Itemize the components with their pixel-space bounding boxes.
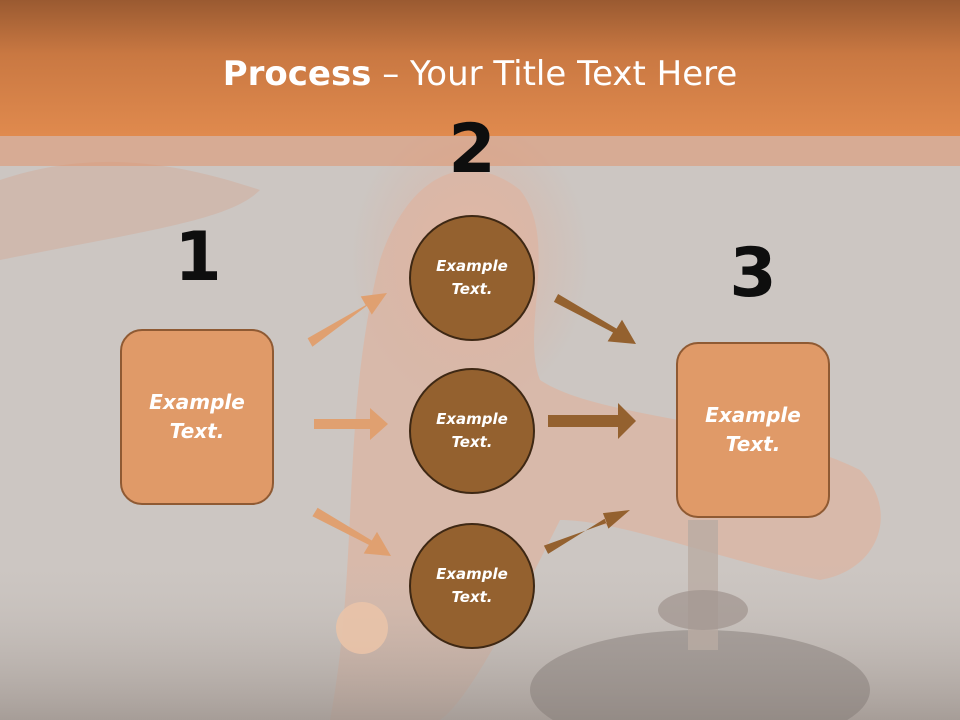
top-circle: Example Text.: [409, 215, 535, 341]
step-number-2: 2: [448, 110, 496, 189]
step-number-1: 1: [174, 218, 222, 297]
middle-circle: Example Text.: [409, 368, 535, 494]
page-title: Process – Your Title Text Here: [0, 52, 960, 96]
arrow-to-bottom-circle: [312, 507, 391, 556]
arrow-from-middle-circle: [548, 403, 636, 439]
title-band: [0, 0, 960, 136]
arrow-from-top-circle: [553, 294, 636, 344]
title-bold-text: Process: [222, 54, 372, 94]
arrow-from-bottom-circle: [543, 510, 630, 554]
arrow-to-middle-circle: [314, 408, 388, 440]
arrow-to-top-circle: [307, 293, 387, 347]
title-strip: [0, 136, 960, 166]
bottom-circle: Example Text.: [409, 523, 535, 649]
right-box: Example Text.: [676, 342, 830, 518]
step-number-3: 3: [729, 234, 777, 313]
title-rest-text: – Your Title Text Here: [371, 54, 738, 94]
left-box: Example Text.: [120, 329, 274, 505]
